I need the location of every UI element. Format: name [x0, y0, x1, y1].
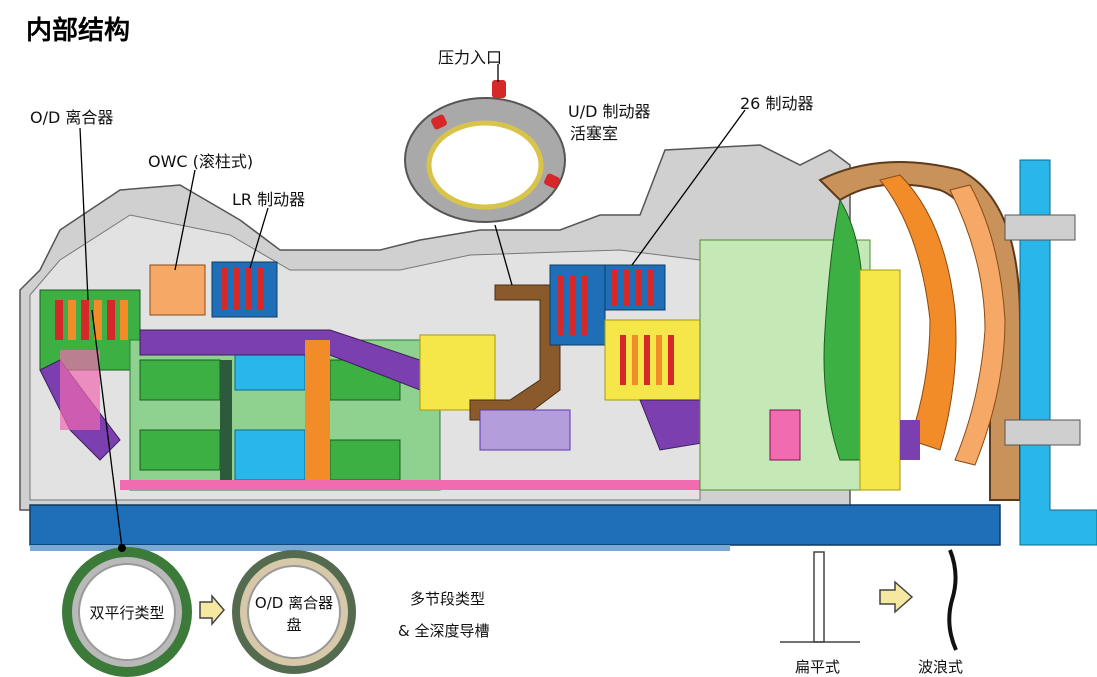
- label-pressure-inlet: 压力入口: [438, 48, 503, 67]
- brake-26-pack: [604, 264, 721, 451]
- planetary-gears: [120, 329, 720, 491]
- label-double-parallel: 双平行类型: [89, 604, 165, 622]
- label-od-clutch: O/D 离合器: [30, 108, 114, 127]
- label-owc: OWC (滚柱式): [148, 152, 254, 171]
- lr-brake-pack: [211, 261, 278, 318]
- main-shaft: [29, 504, 1001, 546]
- label-od-disc: O/D 离合器: [254, 594, 334, 612]
- label-full-depth-groove: & 全深度导槽: [398, 622, 490, 640]
- ud-brake-pack: [419, 264, 606, 451]
- shaft-lower: [30, 545, 730, 551]
- leader-lines: [79, 64, 746, 549]
- wave-plate-illustration: [947, 549, 958, 651]
- label-od-disc-2: 盘: [286, 616, 302, 634]
- label-ud-piston-chamber: 活塞室: [570, 124, 619, 143]
- label-ud-brake: U/D 制动器: [568, 102, 651, 121]
- clutch-disc-double-parallel: [62, 544, 192, 677]
- flat-plate-illustration: [780, 551, 860, 643]
- label-wave: 波浪式: [918, 658, 964, 676]
- label-lr-brake: LR 制动器: [232, 190, 306, 209]
- label-flat: 扁平式: [795, 658, 841, 676]
- torque-converter: [699, 159, 1097, 546]
- arrow-right-icon: [879, 580, 914, 614]
- ud-piston-chamber-ring: [404, 80, 566, 223]
- label-brake-26: 26 制动器: [740, 94, 814, 113]
- owc-roller: [149, 264, 206, 316]
- clutch-disc-od: [232, 550, 356, 674]
- page-title: 内部结构: [26, 16, 131, 46]
- arrow-icon: [199, 593, 225, 627]
- od-clutch-pack: [39, 289, 141, 461]
- label-multi-step: 多节段类型: [410, 590, 486, 608]
